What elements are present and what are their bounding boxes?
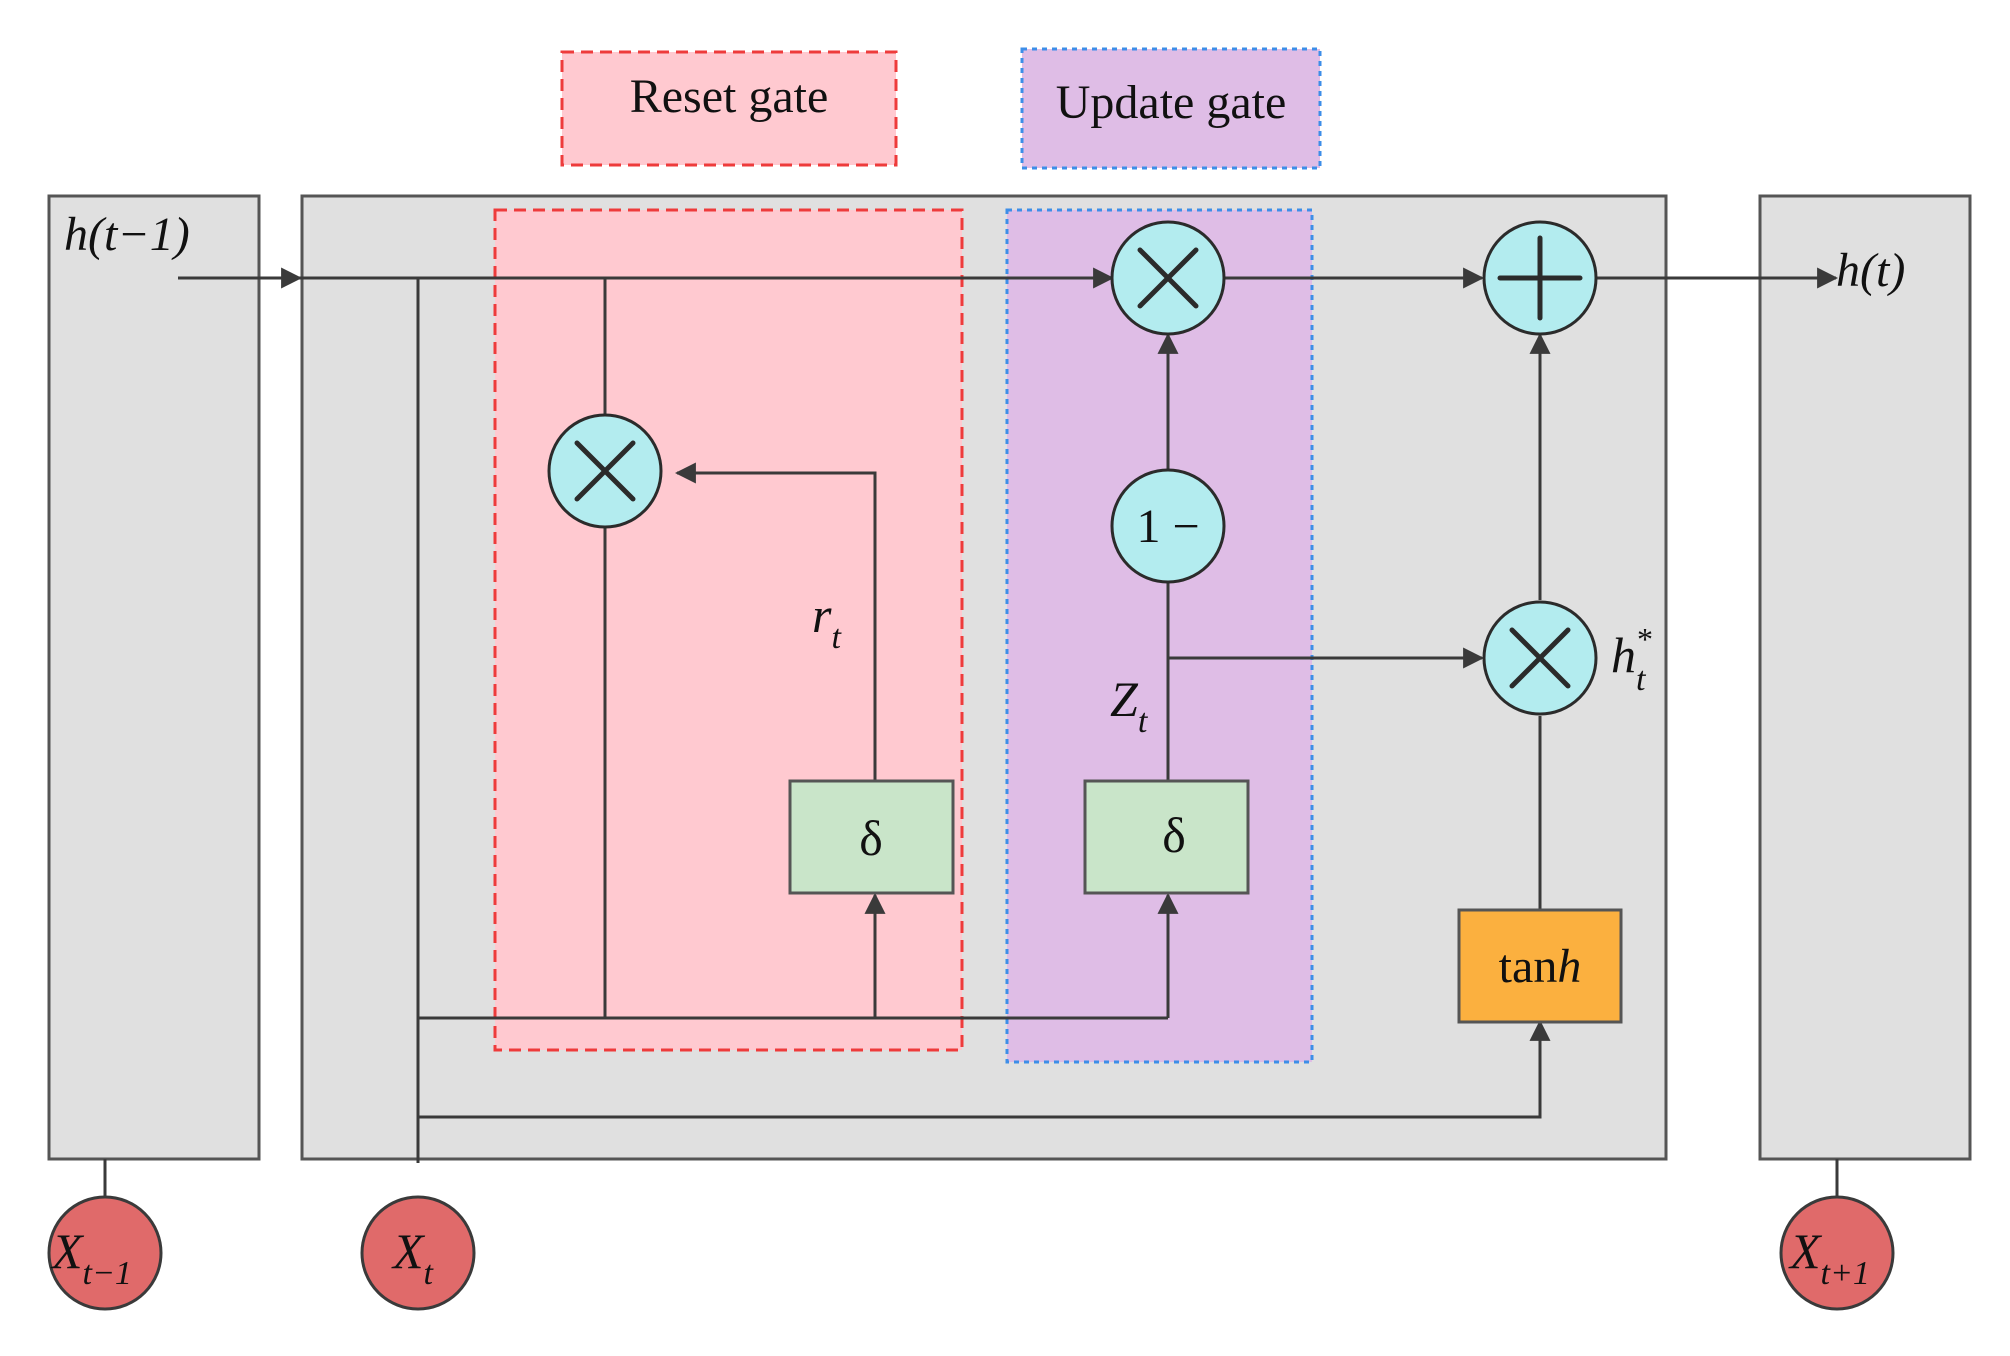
tanh-box: tanh <box>1457 908 1623 1024</box>
update-sigma-label: δ <box>1162 807 1186 863</box>
update-output-label: Zt <box>1110 671 1149 740</box>
wires <box>103 267 1839 1197</box>
candidate-multiply-node <box>1482 600 1598 716</box>
reset-multiply-node <box>547 413 663 529</box>
multiply-icon <box>574 440 636 502</box>
svg-text:Xt: Xt <box>391 1223 435 1292</box>
one-minus-node: 1 − <box>1110 468 1226 584</box>
next-cell <box>1758 194 1972 1161</box>
update-multiply-node <box>1110 220 1226 336</box>
multiply-icon <box>1509 627 1571 689</box>
plus-icon <box>1497 235 1583 321</box>
input-node-prev: Xt−1 <box>47 1195 163 1311</box>
reset-gate-region <box>493 208 964 1052</box>
one-minus-label: 1 − <box>1136 500 1199 553</box>
tanh-label: tanh <box>1499 940 1582 993</box>
reset-output-label: rt <box>812 587 842 656</box>
update-gate-legend-label: Update gate <box>1056 76 1287 129</box>
update-gate-legend-box <box>1020 47 1322 170</box>
prev-cell <box>47 194 261 1161</box>
svg-text:Xt+1: Xt+1 <box>1788 1223 1870 1292</box>
h-prev-label: h(t−1) <box>64 208 190 261</box>
input-node-curr: Xt <box>360 1195 476 1311</box>
candidate-state-superscript: * <box>1637 621 1653 657</box>
reset-sigma-box: δ <box>788 779 955 895</box>
reset-sigma-label: δ <box>859 810 883 866</box>
reset-gate-legend-box <box>560 50 898 167</box>
update-gate-region <box>1005 208 1314 1064</box>
multiply-icon <box>1137 247 1199 309</box>
candidate-state-subscript: t <box>1636 661 1647 698</box>
h-out-label: h(t) <box>1836 244 1905 297</box>
input-node-next: Xt+1 <box>1779 1195 1895 1311</box>
svg-text:Xt−1: Xt−1 <box>50 1223 132 1292</box>
update-sigma-box: δ <box>1083 779 1250 895</box>
candidate-state-label: h <box>1611 627 1636 683</box>
reset-gate-legend-label: Reset gate <box>630 70 829 123</box>
add-node <box>1482 220 1598 336</box>
